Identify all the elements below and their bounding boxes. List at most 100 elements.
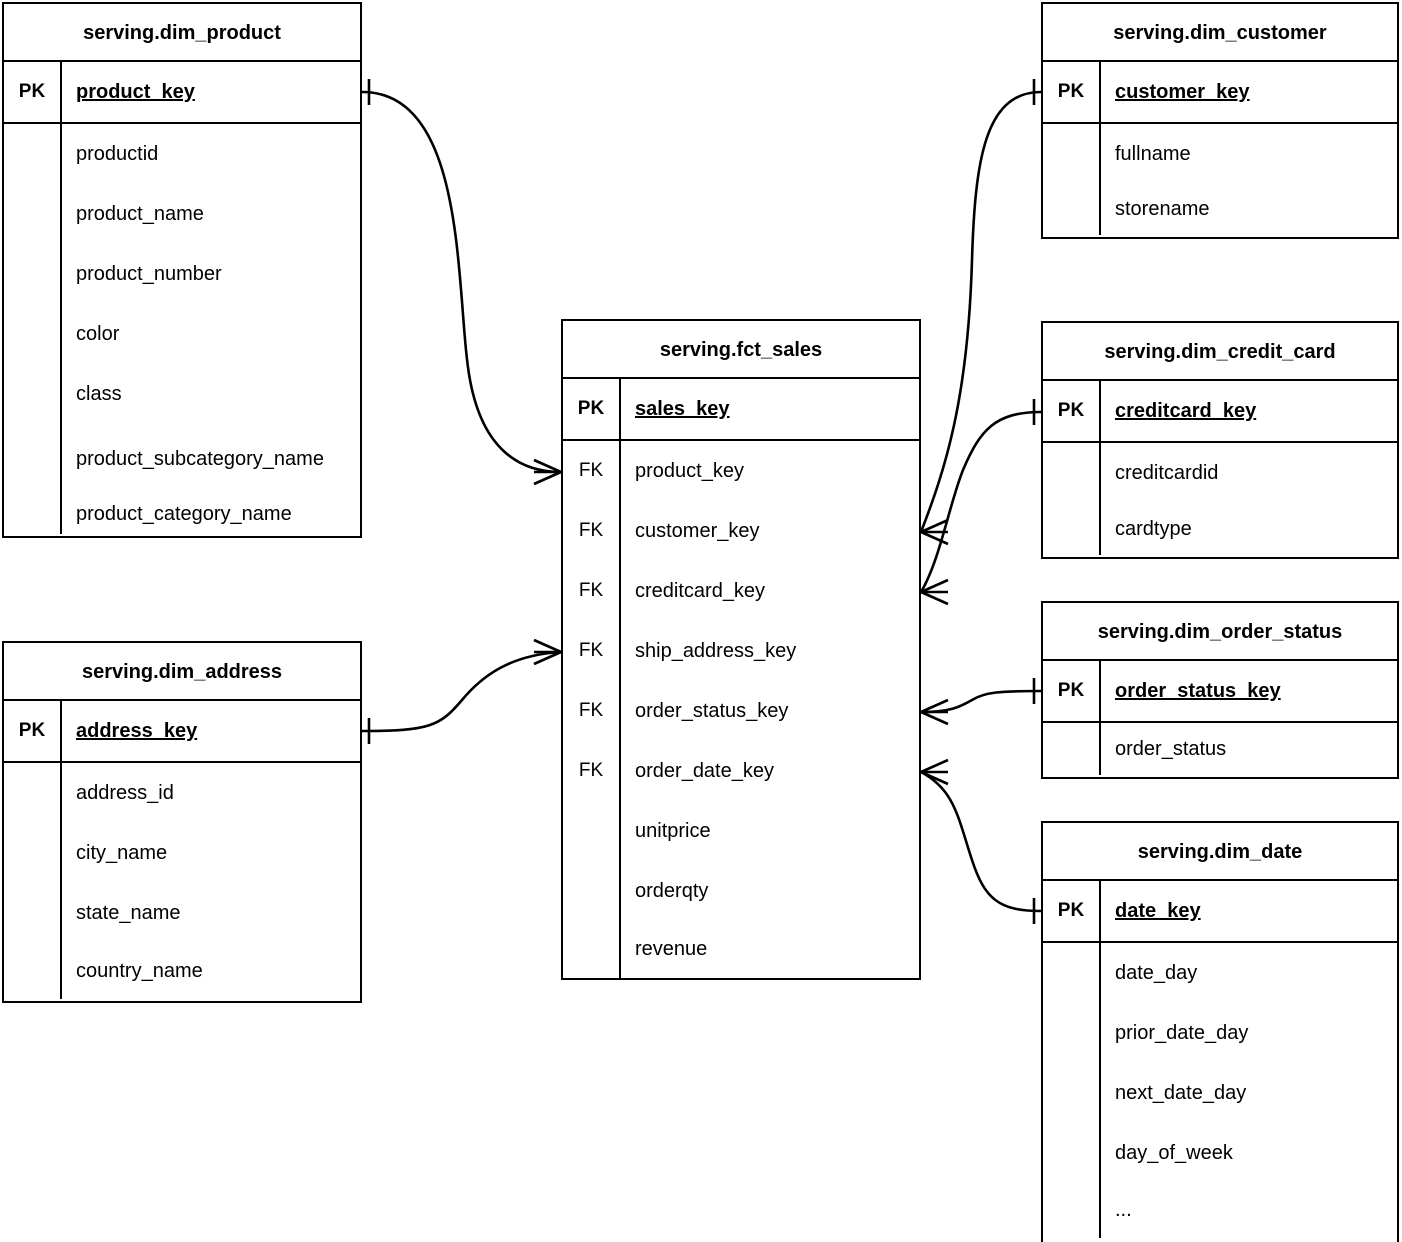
attribute-row: next_date_day — [1115, 1081, 1247, 1104]
attribute-list: order_status — [1101, 723, 1397, 775]
attribute-list: address_id city_name state_name country_… — [62, 763, 360, 999]
relationship-order-status — [920, 678, 1042, 726]
measure-row: orderqty — [635, 879, 709, 902]
fk-row[interactable]: FK product_key — [563, 441, 919, 501]
pk-row-fct-sales[interactable]: PK sales_key — [563, 379, 919, 441]
pk-label: PK — [1043, 881, 1101, 941]
fk-field: order_status_key — [635, 699, 789, 722]
pk-field-dim-credit-card: creditcard_key — [1115, 399, 1257, 422]
pk-row-dim-credit-card[interactable]: PK creditcard_key — [1043, 381, 1397, 443]
attributes-dim-product: productid product_name product_number co… — [4, 124, 360, 534]
pk-label: PK — [1043, 62, 1101, 122]
attribute-list: productid product_name product_number co… — [62, 124, 360, 534]
key-gutter — [1043, 124, 1101, 235]
entity-title-dim-date: serving.dim_date — [1043, 823, 1397, 881]
entity-dim-customer[interactable]: serving.dim_customer PK customer_key ful… — [1041, 2, 1399, 239]
entity-dim-product[interactable]: serving.dim_product PK product_key produ… — [2, 2, 362, 538]
pk-row-dim-order-status[interactable]: PK order_status_key — [1043, 661, 1397, 723]
crowsfoot-address — [533, 638, 562, 666]
attribute-list: creditcardid cardtype — [1101, 443, 1397, 555]
attribute-row: cardtype — [1115, 517, 1192, 540]
fk-field: creditcard_key — [635, 579, 766, 602]
pk-row-dim-customer[interactable]: PK customer_key — [1043, 62, 1397, 124]
attribute-row: product_subcategory_name — [76, 447, 324, 470]
crowsfoot-date — [920, 758, 949, 786]
fk-label: FK — [563, 501, 621, 561]
crowsfoot-product — [533, 458, 562, 486]
attribute-row: product_number — [76, 262, 222, 285]
fk-row[interactable]: FK creditcard_key — [563, 561, 919, 621]
entity-fct-sales[interactable]: serving.fct_sales PK sales_key FK produc… — [561, 319, 921, 980]
crowsfoot-customer — [920, 518, 949, 546]
key-gutter — [4, 124, 62, 534]
fk-field: customer_key — [635, 519, 760, 542]
entity-dim-date[interactable]: serving.dim_date PK date_key date_day pr… — [1041, 821, 1399, 1242]
attribute-row: prior_date_day — [1115, 1021, 1249, 1044]
pk-label: PK — [4, 701, 62, 761]
entity-dim-address[interactable]: serving.dim_address PK address_key addre… — [2, 641, 362, 1003]
attribute-row: address_id — [76, 781, 174, 804]
entity-title-dim-address: serving.dim_address — [4, 643, 360, 701]
fk-label: FK — [563, 561, 621, 621]
fk-row[interactable]: FK order_date_key — [563, 741, 919, 801]
fk-row[interactable]: FK ship_address_key — [563, 621, 919, 681]
relationship-address — [361, 638, 562, 744]
attribute-row: ... — [1115, 1199, 1132, 1222]
attribute-row: storename — [1115, 198, 1210, 221]
pk-label: PK — [4, 62, 62, 122]
key-gutter — [1043, 443, 1101, 555]
fk-label: FK — [563, 621, 621, 681]
key-gutter — [563, 801, 621, 978]
fk-label: FK — [563, 681, 621, 741]
crowsfoot-order-status — [920, 698, 949, 726]
relationship-customer — [919, 79, 1042, 546]
attribute-row: product_category_name — [76, 502, 292, 525]
pk-field-dim-address: address_key — [76, 719, 198, 742]
attribute-row: fullname — [1115, 142, 1191, 165]
attribute-row: productid — [76, 142, 159, 165]
attribute-row: product_name — [76, 202, 204, 225]
fk-field: order_date_key — [635, 759, 774, 782]
fk-field: product_key — [635, 459, 744, 482]
entity-title-dim-customer: serving.dim_customer — [1043, 4, 1397, 62]
pk-row-dim-address[interactable]: PK address_key — [4, 701, 360, 763]
pk-label: PK — [563, 379, 621, 439]
fk-label: FK — [563, 741, 621, 801]
attribute-list: date_day prior_date_day next_date_day da… — [1101, 943, 1397, 1238]
attribute-row: city_name — [76, 841, 168, 864]
fk-row[interactable]: FK order_status_key — [563, 681, 919, 741]
foreign-keys-fct-sales: FK product_key FK customer_key FK credit… — [563, 441, 919, 801]
measure-row: unitprice — [635, 819, 711, 842]
pk-field-dim-order-status: order_status_key — [1115, 679, 1281, 702]
key-gutter — [1043, 723, 1101, 775]
pk-field-dim-customer: customer_key — [1115, 80, 1250, 103]
pk-field-dim-date: date_key — [1115, 899, 1201, 922]
attributes-dim-address: address_id city_name state_name country_… — [4, 763, 360, 999]
attribute-row: country_name — [76, 959, 203, 982]
attribute-row: creditcardid — [1115, 461, 1219, 484]
attributes-dim-credit-card: creditcardid cardtype — [1043, 443, 1397, 555]
relationship-credit-card — [919, 399, 1042, 606]
entity-dim-order-status[interactable]: serving.dim_order_status PK order_status… — [1041, 601, 1399, 779]
pk-row-dim-date[interactable]: PK date_key — [1043, 881, 1397, 943]
fk-label: FK — [563, 441, 621, 501]
attribute-row: color — [76, 322, 120, 345]
attribute-row: class — [76, 382, 122, 405]
measure-row: revenue — [635, 938, 708, 961]
entity-title-dim-order-status: serving.dim_order_status — [1043, 603, 1397, 661]
key-gutter — [1043, 943, 1101, 1238]
measures-fct-sales: unitprice orderqty revenue — [563, 801, 919, 978]
pk-field-dim-product: product_key — [76, 80, 195, 103]
pk-label: PK — [1043, 381, 1101, 441]
attributes-dim-customer: fullname storename — [1043, 124, 1397, 235]
pk-row-dim-product[interactable]: PK product_key — [4, 62, 360, 124]
crowsfoot-credit-card — [920, 578, 949, 606]
attributes-dim-date: date_day prior_date_day next_date_day da… — [1043, 943, 1397, 1238]
key-gutter — [4, 763, 62, 999]
attribute-row: state_name — [76, 901, 181, 924]
attribute-list: fullname storename — [1101, 124, 1397, 235]
fk-row[interactable]: FK customer_key — [563, 501, 919, 561]
entity-dim-credit-card[interactable]: serving.dim_credit_card PK creditcard_ke… — [1041, 321, 1399, 559]
pk-field-fct-sales: sales_key — [635, 397, 730, 420]
